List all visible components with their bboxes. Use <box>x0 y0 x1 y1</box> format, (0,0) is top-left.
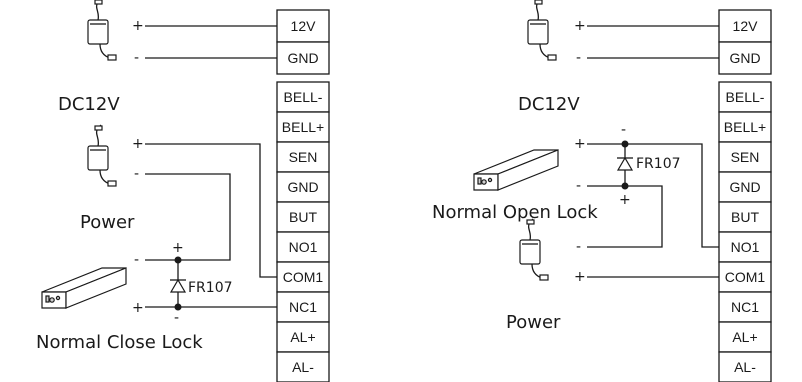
left-lock-minus-sign: - <box>134 252 139 268</box>
left-diode-minus-sign: - <box>174 310 179 326</box>
right-terminal-al-plus-label: AL+ <box>732 329 757 345</box>
right-terminal-nc1 <box>718 291 772 323</box>
right-terminal-al-minus-label: AL- <box>734 359 756 375</box>
left-terminal-gnd-top-label: GND <box>287 50 318 66</box>
left-terminal-al-plus-label: AL+ <box>290 329 315 345</box>
left-dc-label: DC12V <box>58 94 120 115</box>
right-terminal-gnd-top-label: GND <box>729 50 760 66</box>
right-terminal-bell-minus <box>718 81 772 113</box>
right-lock-plus-sign: + <box>574 136 586 152</box>
right-terminal-bell-plus <box>718 111 772 143</box>
left-terminal-gnd <box>276 171 330 203</box>
left-dc-plus-sign: + <box>132 18 144 34</box>
left-lock-plus-sign: + <box>132 300 144 316</box>
left-lock-label: Normal Close Lock <box>36 332 203 353</box>
right-dc-adapter: + - DC12V <box>518 0 719 115</box>
left-terminal-nc1-label: NC1 <box>289 299 317 315</box>
left-terminal-12v-label: 12V <box>291 18 317 34</box>
left-terminal-no1 <box>276 231 330 263</box>
right-terminal-com1-label: COM1 <box>725 269 766 285</box>
left-power-adapter-icon <box>87 124 117 187</box>
left-lock: Normal Close Lock <box>36 267 203 353</box>
right-terminal-nc1-label: NC1 <box>731 299 759 315</box>
right-terminal-bell-plus-label: BELL+ <box>724 119 766 135</box>
left-diode-plus-sign: + <box>172 240 184 256</box>
left-terminal-bell-minus-label: BELL- <box>284 89 323 105</box>
left-lock-wiring: FR107 + - - + <box>132 143 277 326</box>
right-terminal-al-minus <box>718 351 772 382</box>
right-lock-label: Normal Open Lock <box>432 202 598 223</box>
left-terminal-al-plus <box>276 321 330 353</box>
left-power-plus-sign: + <box>132 136 144 152</box>
right-lock-to-power-minus <box>587 185 663 248</box>
left-dc-adapter: + - DC12V <box>58 0 277 115</box>
left-terminal-bell-plus <box>276 111 330 143</box>
right-power-minus-sign: - <box>576 239 581 255</box>
right-terminal-12v <box>718 9 772 43</box>
right-lock: Normal Open Lock + - <box>432 136 598 223</box>
left-dc-minus-sign: - <box>134 50 139 66</box>
right-diode-plus-sign: + <box>619 192 631 208</box>
right-dc-plus-sign: + <box>574 18 586 34</box>
left-terminal-al-minus-label: AL- <box>292 359 314 375</box>
right-lock-minus-sign: - <box>576 178 581 194</box>
right-diode-label: FR107 <box>636 156 681 172</box>
left-terminal-al-minus <box>276 351 330 382</box>
right-terminal-al-plus <box>718 321 772 353</box>
right-terminal-gnd-label: GND <box>729 179 760 195</box>
right-power-plus-sign: + <box>574 269 586 285</box>
right-terminal-but-label: BUT <box>731 209 759 225</box>
right-power-supply: - + Power <box>506 218 586 333</box>
right-dc-label: DC12V <box>518 94 580 115</box>
right-dc-minus-sign: - <box>576 50 581 66</box>
right-terminal-but <box>718 201 772 233</box>
right-panel: 12V GND BELL- BELL+ SEN GND BUT NO1 COM1… <box>432 0 772 382</box>
left-diode-symbol <box>169 278 187 293</box>
right-lock-to-no1 <box>625 143 719 248</box>
left-power-plus-to-com1 <box>145 143 277 278</box>
right-power-adapter-icon <box>519 218 549 281</box>
left-terminal-bell-plus-label: BELL+ <box>282 119 324 135</box>
left-terminal-no1-label: NO1 <box>289 239 318 255</box>
left-terminal-but-label: BUT <box>289 209 317 225</box>
right-dc-adapter-icon <box>527 0 557 61</box>
right-terminal-block: 12V GND BELL- BELL+ SEN GND BUT NO1 COM1… <box>718 9 772 382</box>
right-lock-icon <box>473 149 559 191</box>
left-terminal-com1-label: COM1 <box>283 269 324 285</box>
right-lock-wiring: FR107 - + <box>587 122 719 278</box>
left-power-minus-sign: - <box>134 166 139 182</box>
left-dc-adapter-icon <box>87 0 117 61</box>
left-terminal-block: 12V GND BELL- BELL+ SEN GND BUT NO1 COM1… <box>276 9 330 382</box>
left-terminal-gnd-top <box>276 41 330 75</box>
right-terminal-12v-label: 12V <box>733 18 759 34</box>
right-terminal-no1-label: NO1 <box>731 239 760 255</box>
left-terminal-gnd-label: GND <box>287 179 318 195</box>
left-lock-icon <box>41 267 127 309</box>
right-diode-symbol <box>616 156 634 171</box>
right-terminal-sen-label: SEN <box>731 149 760 165</box>
left-power-supply: + - Power <box>80 124 144 233</box>
right-power-label: Power <box>506 312 561 333</box>
right-diode-minus-sign: - <box>621 122 626 138</box>
left-terminal-sen-label: SEN <box>289 149 318 165</box>
left-power-label: Power <box>80 212 135 233</box>
left-panel: 12V GND BELL- BELL+ SEN GND BUT NO1 COM1… <box>36 0 330 382</box>
right-terminal-bell-minus-label: BELL- <box>726 89 765 105</box>
left-power-minus-to-lock <box>145 173 231 261</box>
left-diode-label: FR107 <box>188 280 233 296</box>
right-terminal-gnd <box>718 171 772 203</box>
